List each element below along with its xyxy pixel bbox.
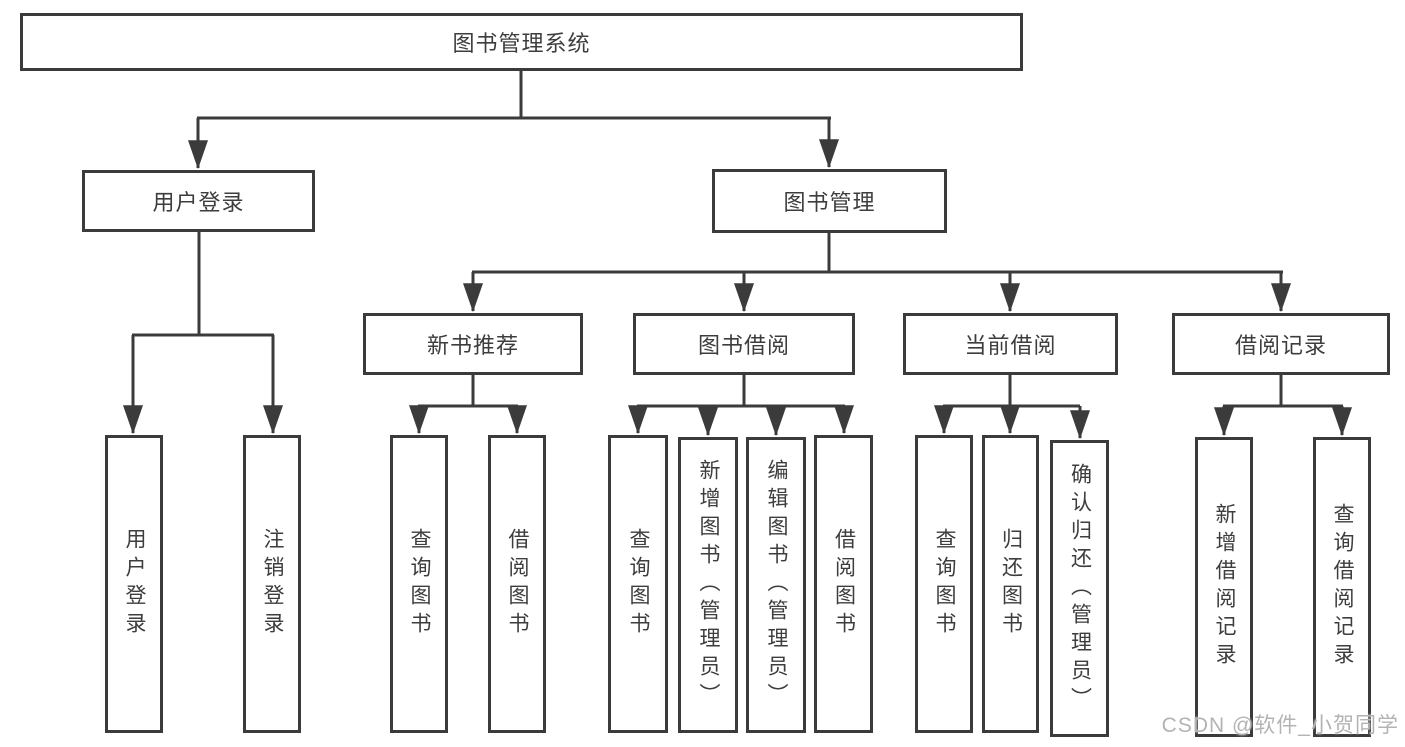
connector-borrow-rec-branch (1223, 375, 1343, 408)
node-borrow-records: 借阅记录 (1172, 313, 1390, 375)
leaf-query-books-recommend-label: 查询图书 (408, 528, 431, 640)
leaf-return-books-label: 归还图书 (999, 528, 1023, 640)
connector-root-branch (197, 71, 831, 120)
leaf-logout: 注销登录 (243, 435, 301, 733)
leaf-logout-label: 注销登录 (261, 528, 284, 640)
leaf-borrow-books-recommend: 借阅图书 (488, 435, 546, 733)
leaf-borrow-books-recommend-label: 借阅图书 (506, 528, 529, 640)
leaf-query-books-current: 查询图书 (915, 435, 973, 733)
node-book-management-label: 图书管理 (783, 190, 876, 215)
leaf-add-books-admin-label: 新增图书（管理员） (697, 459, 720, 711)
leaf-return-books: 归还图书 (982, 435, 1039, 733)
leaf-confirm-return-admin-label: 确认归还（管理员） (1068, 462, 1092, 715)
connector-book-borrow-branch (637, 375, 845, 408)
leaf-query-borrow-record: 查询借阅记录 (1313, 437, 1371, 737)
leaf-edit-books-admin: 编辑图书（管理员） (746, 437, 806, 733)
leaf-edit-books-admin-label: 编辑图书（管理员） (765, 459, 788, 711)
node-book-borrow-label: 图书借阅 (697, 333, 790, 358)
connector-cur-borrow-branch (943, 375, 1080, 408)
leaf-query-borrow-record-label: 查询借阅记录 (1331, 503, 1354, 671)
node-book-management: 图书管理 (712, 169, 947, 233)
connector-book-mgmt-branch (472, 233, 1283, 274)
leaf-confirm-return-admin: 确认归还（管理员） (1050, 440, 1109, 737)
leaf-add-borrow-record: 新增借阅记录 (1195, 437, 1253, 737)
leaf-query-books-borrow-label: 查询图书 (627, 528, 650, 640)
leaf-query-books-current-label: 查询图书 (933, 528, 956, 640)
node-current-borrow: 当前借阅 (903, 313, 1118, 375)
connector-new-rec-branch (418, 375, 518, 408)
node-user-login: 用户登录 (82, 170, 315, 232)
leaf-add-books-admin: 新增图书（管理员） (678, 437, 738, 733)
node-user-login-label: 用户登录 (152, 190, 245, 215)
node-new-book-recommend-label: 新书推荐 (426, 333, 519, 358)
watermark: CSDN @软件_小贺同学 (1161, 714, 1399, 737)
leaf-user-login: 用户登录 (105, 435, 163, 733)
leaf-user-login-label: 用户登录 (123, 528, 146, 640)
node-current-borrow-label: 当前借阅 (964, 333, 1057, 358)
node-new-book-recommend: 新书推荐 (363, 313, 583, 375)
connector-user-login-branch (132, 232, 274, 337)
node-library-system-label: 图书管理系统 (452, 31, 591, 56)
leaf-borrow-books: 借阅图书 (814, 435, 873, 733)
leaf-add-borrow-record-label: 新增借阅记录 (1213, 503, 1236, 671)
leaf-query-books-recommend: 查询图书 (390, 435, 448, 733)
node-borrow-records-label: 借阅记录 (1234, 333, 1327, 358)
leaf-query-books-borrow: 查询图书 (608, 435, 668, 733)
node-library-system: 图书管理系统 (20, 13, 1023, 71)
node-book-borrow: 图书借阅 (633, 313, 855, 375)
leaf-borrow-books-label: 借阅图书 (832, 528, 856, 640)
